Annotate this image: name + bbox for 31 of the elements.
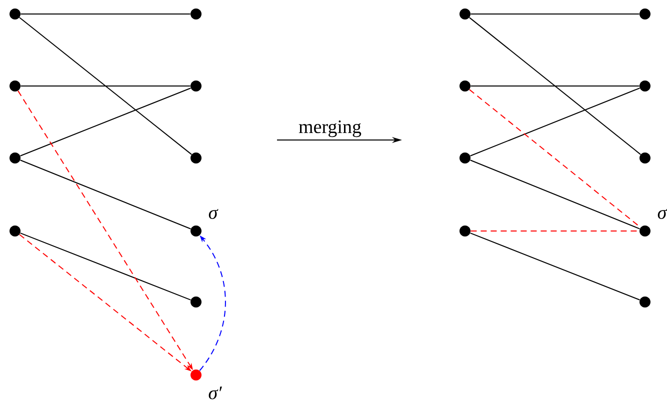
dot: [10, 8, 20, 20]
dot: [10, 226, 20, 236]
node-label: σ′: [208, 386, 222, 400]
dot: [190, 296, 202, 308]
line: [468, 17, 642, 155]
dot: [460, 226, 470, 236]
dot: [190, 152, 202, 164]
dot: [640, 80, 650, 92]
line: [470, 160, 640, 230]
dot: [640, 296, 650, 308]
dot: [640, 226, 650, 236]
line: [470, 88, 640, 156]
node-label: σ: [208, 209, 218, 219]
dot: [190, 226, 202, 236]
line: [470, 232, 640, 300]
dot: [190, 8, 202, 20]
line: [20, 232, 192, 300]
dot: [10, 80, 20, 92]
dot: [640, 152, 650, 164]
line: [18, 17, 192, 155]
line: [20, 88, 192, 156]
label: merging: [298, 120, 362, 138]
dot: [460, 80, 470, 92]
node-label: σ: [658, 209, 667, 219]
dot: [190, 80, 202, 92]
dot: [460, 152, 470, 164]
dot: [190, 369, 202, 380]
dot: [460, 8, 470, 20]
dot: [640, 8, 650, 20]
line: [20, 160, 192, 230]
dot: [10, 152, 20, 164]
